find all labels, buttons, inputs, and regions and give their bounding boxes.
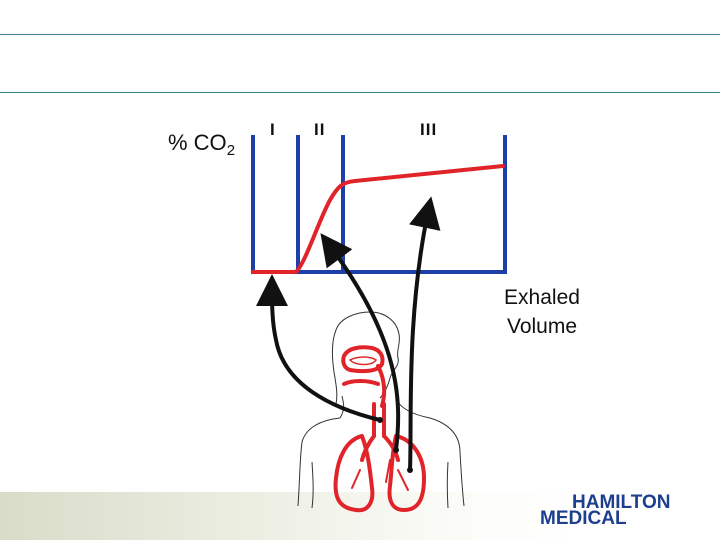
left-lung (336, 436, 373, 510)
face-outline (332, 330, 336, 404)
airway-inner (350, 357, 376, 365)
person-airway-icon (298, 312, 464, 508)
phase-label-3: III (420, 120, 437, 140)
arm-left (312, 462, 313, 508)
hamilton-medical-logo: HAMILTON MEDICAL (540, 494, 700, 528)
arrow-icon (410, 212, 428, 470)
capnogram-curve (253, 166, 503, 272)
y-axis-subscript: 2 (227, 142, 235, 159)
x-axis-label-line1: Exhaled (492, 283, 592, 312)
x-axis-label: Exhaled Volume (492, 283, 592, 341)
phase-dividers (251, 135, 507, 272)
phase-label-1: I (270, 120, 276, 140)
shoulder-right (396, 400, 464, 506)
shoulder-left (298, 418, 340, 506)
arm-right (447, 462, 448, 508)
phase-label-2: II (314, 120, 325, 140)
arrows (272, 212, 428, 470)
arrow-icon (272, 290, 380, 420)
y-axis-label: % CO2 (168, 130, 235, 159)
mouth-cavity (344, 381, 378, 384)
bronchioles (352, 460, 408, 490)
pharynx (378, 366, 384, 406)
logo-line2: MEDICAL (540, 510, 627, 527)
x-axis-label-line2: Volume (492, 312, 592, 341)
